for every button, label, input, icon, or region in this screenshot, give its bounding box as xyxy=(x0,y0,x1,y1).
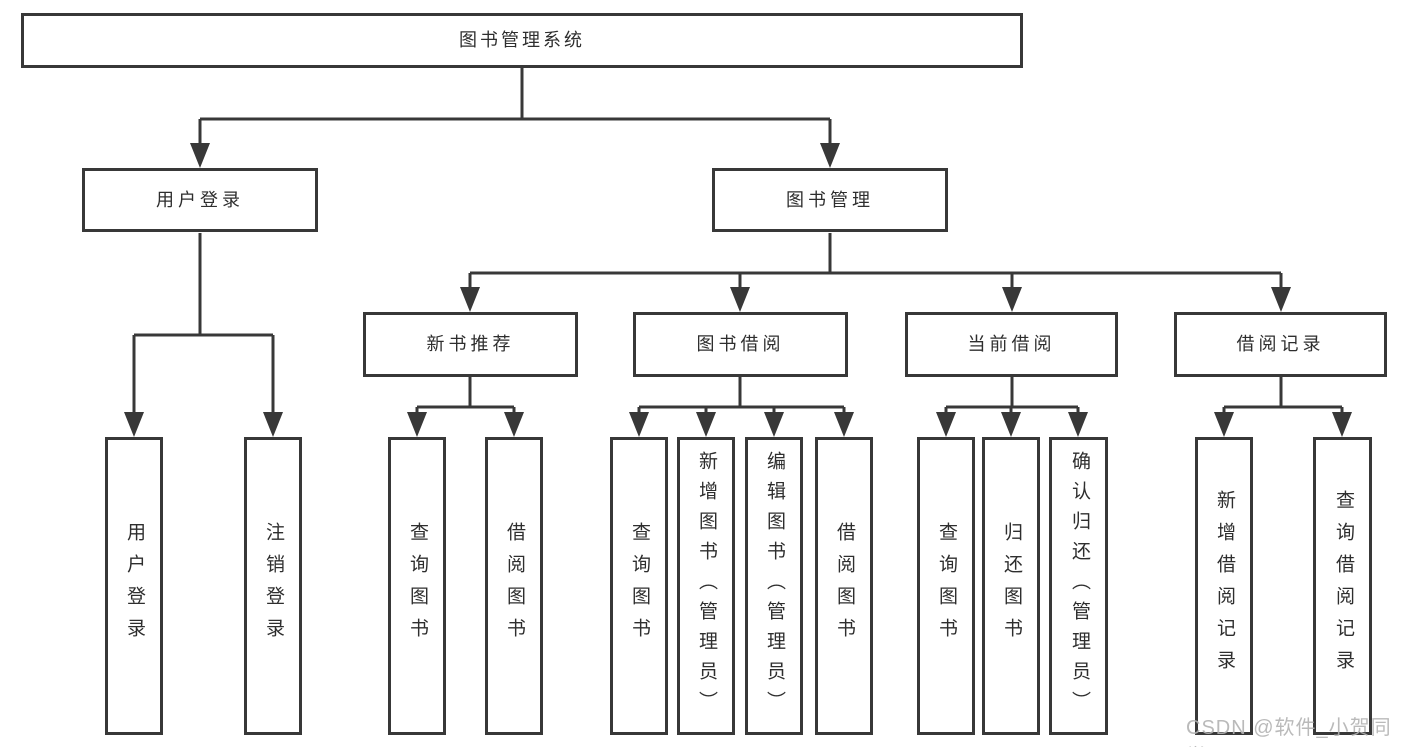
node-current-borrow: 当前借阅 xyxy=(905,312,1118,377)
node-borrow-records: 借阅记录 xyxy=(1174,312,1387,377)
node-root-system: 图书管理系统 xyxy=(21,13,1023,68)
leaf-add-borrow-record: 新增借阅记录 xyxy=(1195,437,1253,735)
leaf-borrow-books: 借阅图书 xyxy=(815,437,873,735)
leaf-edit-books-admin: 编辑图书（管理员） xyxy=(745,437,803,735)
leaf-user-login: 用户登录 xyxy=(105,437,163,735)
leaf-query-books-current: 查询图书 xyxy=(917,437,975,735)
leaf-logout: 注销登录 xyxy=(244,437,302,735)
node-user-login: 用户登录 xyxy=(82,168,318,232)
arrowhead-icons xyxy=(124,143,1352,437)
leaf-query-borrow-record: 查询借阅记录 xyxy=(1313,437,1372,735)
node-new-book-recommend: 新书推荐 xyxy=(363,312,578,377)
leaf-return-books: 归还图书 xyxy=(982,437,1040,735)
leaf-add-books-admin: 新增图书（管理员） xyxy=(677,437,735,735)
leaf-confirm-return-admin: 确认归还（管理员） xyxy=(1049,437,1108,735)
leaf-query-books-recommend: 查询图书 xyxy=(388,437,446,735)
csdn-watermark: CSDN @软件_小贺同学 xyxy=(1186,717,1392,747)
node-book-borrow: 图书借阅 xyxy=(633,312,848,377)
leaf-borrow-books-recommend: 借阅图书 xyxy=(485,437,543,735)
node-book-management: 图书管理 xyxy=(712,168,948,232)
leaf-query-books-borrow: 查询图书 xyxy=(610,437,668,735)
